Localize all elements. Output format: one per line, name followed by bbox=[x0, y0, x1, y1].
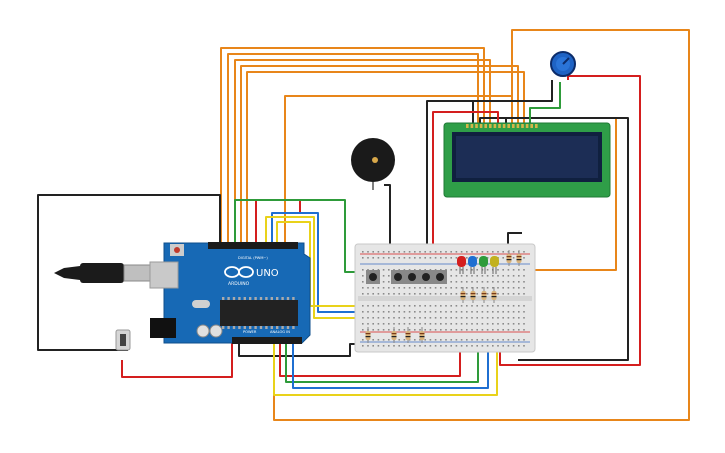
wire-yellow bbox=[265, 216, 360, 319]
power-header-label: POWER bbox=[243, 330, 257, 334]
resistor bbox=[481, 287, 487, 303]
pushbutton[interactable] bbox=[433, 270, 447, 284]
wires bbox=[37, 29, 690, 421]
digital-header bbox=[208, 242, 298, 249]
wire-blue bbox=[292, 320, 489, 389]
wire-blue bbox=[271, 212, 360, 313]
arduino-uno: UNO ARDUINO DIGITAL (PWM~) POWER ANALOG … bbox=[149, 242, 311, 344]
resistor bbox=[470, 287, 476, 303]
atmega-chip bbox=[220, 300, 298, 326]
wire-black bbox=[238, 339, 357, 357]
wire-orange bbox=[220, 47, 485, 242]
led-yellow bbox=[490, 256, 499, 274]
resistor bbox=[460, 287, 466, 303]
reset-pushbutton[interactable] bbox=[115, 329, 131, 351]
pushbutton[interactable] bbox=[419, 270, 433, 284]
piezo-buzzer bbox=[351, 138, 395, 190]
wire-yellow bbox=[276, 221, 360, 307]
breadboard-pushbuttons bbox=[366, 270, 447, 284]
usb-port bbox=[149, 261, 179, 289]
wire-red bbox=[121, 340, 233, 378]
power-analog-header bbox=[232, 337, 302, 344]
digital-header-label: DIGITAL (PWM~) bbox=[238, 256, 268, 260]
board-maker: ARDUINO bbox=[228, 281, 250, 287]
pushbutton[interactable] bbox=[391, 270, 405, 284]
lcd-display bbox=[443, 122, 611, 198]
wire-red bbox=[499, 75, 641, 366]
wire-black bbox=[384, 184, 391, 245]
resistor bbox=[506, 250, 512, 266]
arduino-logo bbox=[224, 266, 254, 278]
board-brand: UNO bbox=[256, 268, 279, 279]
wire-orange bbox=[273, 29, 690, 421]
wire-orange bbox=[240, 65, 519, 242]
wire-black bbox=[37, 194, 221, 351]
led-blue bbox=[468, 256, 477, 274]
led-green bbox=[479, 256, 488, 274]
wire-red bbox=[432, 111, 499, 246]
pushbutton[interactable] bbox=[405, 270, 419, 284]
wire-orange bbox=[234, 59, 491, 242]
resistor bbox=[365, 327, 371, 343]
wire-yellow bbox=[273, 318, 498, 396]
leds bbox=[457, 256, 499, 274]
resistor bbox=[491, 287, 497, 303]
analog-header-label: ANALOG IN bbox=[270, 330, 290, 334]
resistor bbox=[391, 327, 397, 343]
pushbutton[interactable] bbox=[366, 270, 380, 284]
resistor bbox=[516, 250, 522, 266]
wire-green bbox=[529, 82, 561, 125]
resistors bbox=[365, 250, 522, 343]
potentiometer[interactable] bbox=[550, 51, 576, 77]
wire-black bbox=[473, 80, 553, 102]
wire-orange bbox=[227, 53, 479, 242]
power-jack bbox=[150, 318, 176, 338]
wire-black bbox=[507, 232, 522, 246]
usb-cable bbox=[54, 263, 155, 283]
resistor bbox=[419, 327, 425, 343]
wire-orange bbox=[246, 71, 525, 242]
resistor bbox=[405, 327, 411, 343]
wire-black bbox=[505, 117, 629, 361]
led-red bbox=[457, 256, 466, 274]
wire-green bbox=[234, 199, 360, 273]
